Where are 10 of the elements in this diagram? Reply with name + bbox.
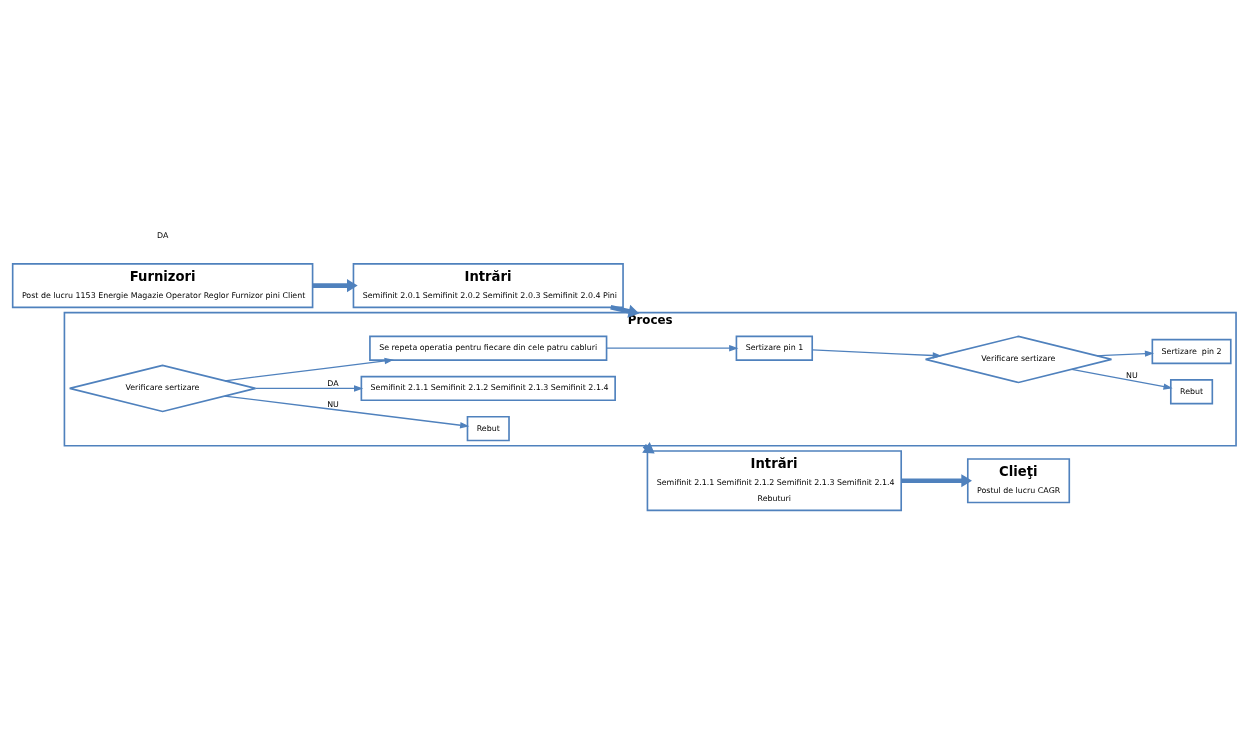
arrow [224, 357, 394, 382]
arrow [1071, 368, 1173, 390]
arrow [254, 385, 364, 392]
arrow [610, 304, 640, 318]
arrow [224, 395, 470, 429]
arrow [901, 474, 972, 488]
arrow [1096, 350, 1155, 357]
arrow [312, 279, 358, 293]
arrow [605, 345, 739, 352]
arrow [811, 349, 942, 359]
